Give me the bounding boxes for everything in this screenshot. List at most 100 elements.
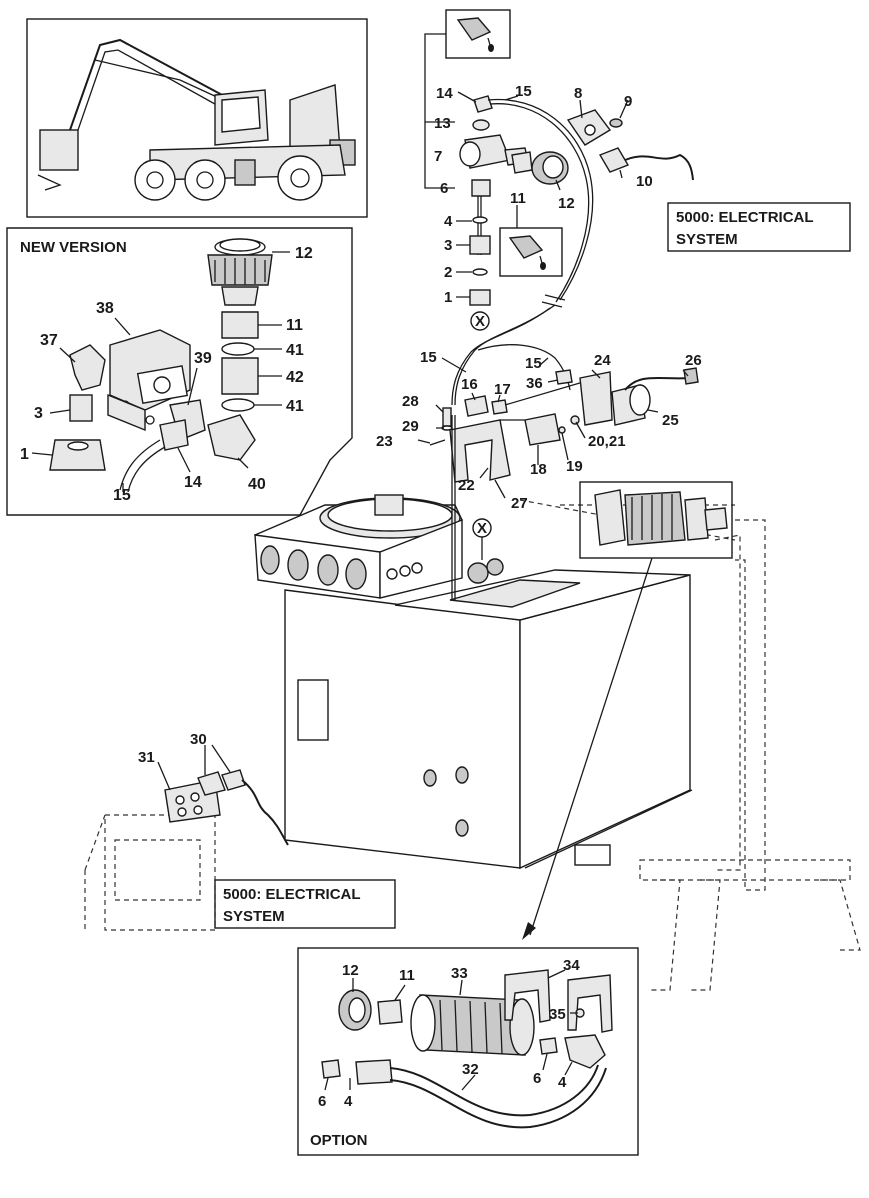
connection-marker-x-top [470,311,490,331]
electrical-top-line2: SYSTEM [676,231,738,248]
callout-15-new: 15 [113,487,131,504]
fitting-6 [471,179,491,197]
motor-25 [611,384,651,426]
elbow-option [564,1034,606,1069]
valve-8 [566,109,612,146]
fitting-6-option-left [321,1059,341,1079]
callout-4-option-right: 4 [558,1074,567,1091]
bracket-27 [449,419,511,483]
callout-20-21: 20,21 [588,433,626,450]
callout-31: 31 [138,749,155,766]
callout-12-new: 12 [295,245,313,262]
callout-36: 36 [526,375,543,392]
callout-14-new: 14 [184,474,202,491]
hydraulic-tank: X [84,415,861,991]
callout-22: 22 [458,477,475,494]
switch-30 [197,771,226,796]
connector-10 [598,147,630,173]
nut-20-21 [570,415,580,425]
nut-1-new [49,439,106,471]
machine-overview-panel [26,18,368,218]
breather-cap-12 [531,151,569,185]
clamp-34-b [567,974,613,1033]
washer-13 [472,119,490,131]
callout-28: 28 [402,393,419,410]
callout-1-new: 1 [20,446,29,463]
switch-plate-group: 31 30 [138,731,289,846]
option-panel: OPTION 12 11 33 34 [297,947,639,1156]
callout-41-lower: 41 [286,398,304,415]
callout-33: 33 [451,965,468,982]
adapter-42 [221,357,259,395]
callout-23: 23 [376,433,393,450]
callout-11-new: 11 [286,317,303,334]
filter-element-33 [410,994,535,1056]
callout-15-left: 15 [420,349,437,366]
callout-6: 6 [440,180,448,197]
thread-locker-bottle-icon [499,227,563,277]
thread-locker-bottle-icon [445,9,511,59]
adapter-11 [221,311,259,339]
callout-7: 7 [434,148,442,165]
harvester-illustration [37,38,356,201]
callout-27: 27 [511,495,528,512]
callout-4: 4 [444,213,453,230]
fitting-3 [469,235,491,255]
callout-2: 2 [444,264,452,281]
callout-10: 10 [636,173,653,190]
callout-14: 14 [436,85,453,102]
elbow-37 [69,344,106,391]
callout-11: 11 [510,190,526,207]
fitting-16 [464,395,489,417]
callout-18: 18 [530,461,547,478]
solenoid-valve-38 [107,329,191,432]
breather-cap-12 [207,238,273,306]
callout-40: 40 [248,476,266,493]
hose-end-option [355,1059,393,1085]
breather-cap-12-option [338,989,372,1031]
electrical-bottom-line2: SYSTEM [223,908,285,925]
sensor-18 [524,413,561,446]
nut-1 [469,289,491,306]
elbow-14 [473,95,493,113]
callout-16: 16 [461,376,478,393]
callout-15-right: 15 [525,355,542,372]
electrical-system-ref-top: 5000: ELECTRICAL SYSTEM [667,202,851,252]
electrical-bottom-line1: 5000: ELECTRICAL [223,886,361,903]
callout-9: 9 [624,93,632,110]
clamp-34-a [504,969,551,1023]
callout-12: 12 [558,195,575,212]
callout-25: 25 [662,412,679,429]
callout-3: 3 [444,237,452,254]
new-version-panel: NEW VERSION [6,227,353,516]
callout-12-option: 12 [342,962,359,979]
callout-30: 30 [190,731,207,748]
washer-2 [472,268,488,276]
callout-26: 26 [685,352,702,369]
callout-11-option: 11 [399,967,415,984]
callout-38: 38 [96,300,114,317]
callout-6-option-right: 6 [533,1070,541,1087]
option-title: OPTION [310,1132,368,1149]
bracket-24 [579,371,613,426]
x-marker-tank: X [477,520,487,537]
callout-37: 37 [40,332,58,349]
callout-6-option-left: 6 [318,1093,326,1110]
sensor-bracket-group: 15 15 16 17 36 24 26 25 28 29 23 20,21 1… [376,304,702,512]
callout-39: 39 [194,350,212,367]
callout-3-new: 3 [34,405,43,422]
callout-17: 17 [494,381,511,398]
callout-32: 32 [462,1061,479,1078]
clip-9 [609,118,623,128]
callout-41-upper: 41 [286,342,304,359]
return-filter-inset [522,481,733,940]
fitting-6-option-right [539,1037,558,1055]
callout-19: 19 [566,458,583,475]
seal-ring-41-lower [221,398,255,412]
bolt-28 [442,407,452,427]
valve-body-7 [459,134,529,169]
fitting-3-new [69,394,93,422]
fitting-14-new [159,419,189,451]
callout-13: 13 [434,115,451,132]
